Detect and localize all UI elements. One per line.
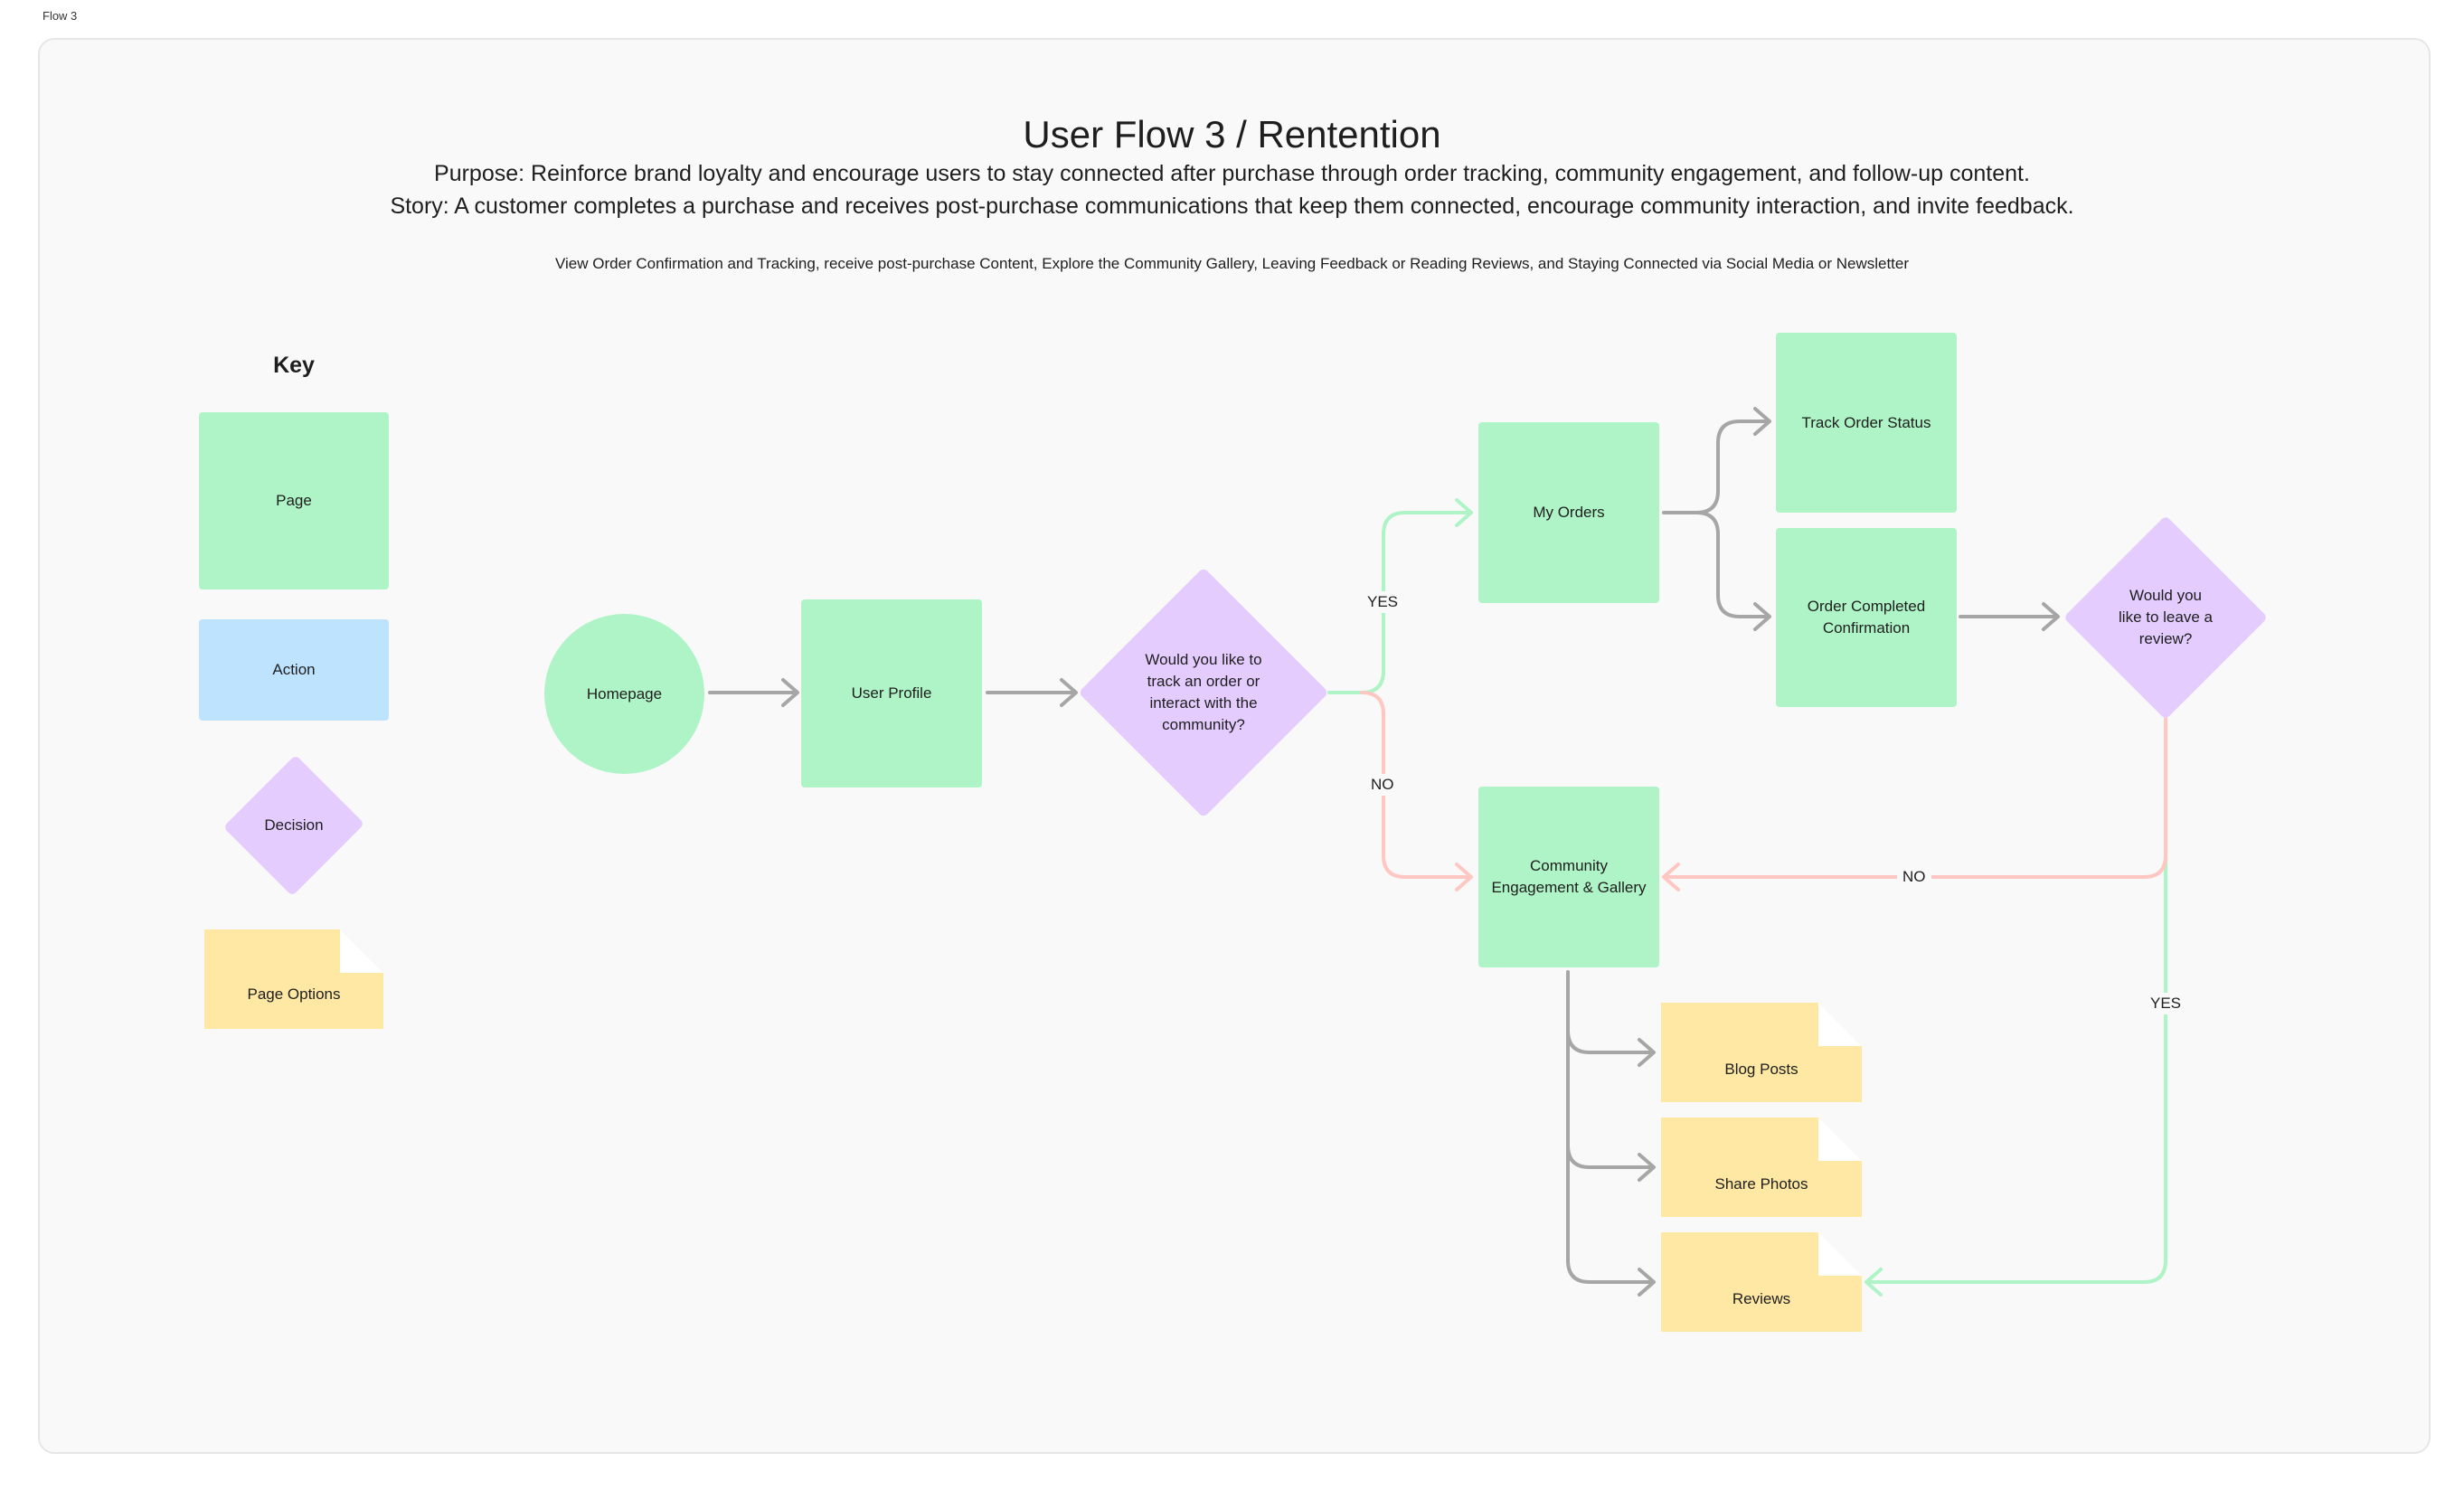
note-shape <box>1661 1232 1862 1332</box>
key-action[interactable]: Action <box>199 619 389 721</box>
arrowhead <box>2042 602 2060 631</box>
arrow-no-to-community <box>1360 691 1471 879</box>
node-blog-posts-label: Blog Posts <box>1724 1061 1798 1078</box>
arrowhead <box>1638 1268 1656 1297</box>
node-decision-track-label: Would you like to track an order or inte… <box>1145 651 1262 733</box>
node-decision-track[interactable]: Would you like to track an order or inte… <box>1078 567 1329 818</box>
note-shape <box>1661 1118 1862 1217</box>
arrow-orders-to-track <box>1662 420 1770 514</box>
node-blog-posts[interactable]: Blog Posts <box>1661 1003 1862 1102</box>
node-reviews[interactable]: Reviews <box>1661 1232 1862 1332</box>
page-title: User Flow 3 / Rentention <box>1023 113 1441 156</box>
arrowhead <box>1753 602 1771 631</box>
flow-description: View Order Confirmation and Tracking, re… <box>554 255 1910 272</box>
node-community-label: Community Engagement & Gallery <box>1491 857 1647 896</box>
key-page-options-label: Page Options <box>247 985 341 1003</box>
arrow-orders-to-completed <box>1695 511 1770 618</box>
edge-label-no: NO <box>1365 774 1400 796</box>
key-page-options[interactable]: Page Options <box>204 929 383 1029</box>
arrowhead <box>1638 1038 1656 1067</box>
key-decision-label: Decision <box>264 816 324 834</box>
arrowhead <box>1455 498 1473 527</box>
arrowhead <box>1455 863 1473 891</box>
arrowhead <box>1060 678 1078 707</box>
frame-label: Flow 3 <box>42 9 78 23</box>
node-order-completed-label: Order Completed Confirmation <box>1807 598 1926 637</box>
node-decision-review-label: Would you like to leave a review? <box>2119 587 2213 647</box>
edge-label-review-no: NO <box>1897 866 1931 888</box>
arrowhead <box>1638 1153 1656 1182</box>
note-shape <box>204 929 383 1029</box>
purpose-text: Purpose: Reinforce brand loyalty and enc… <box>434 161 2030 186</box>
node-user-profile-label: User Profile <box>851 684 932 702</box>
arrowhead <box>1753 407 1771 436</box>
node-share-photos-label: Share Photos <box>1714 1175 1808 1193</box>
key-page-label: Page <box>276 492 312 509</box>
arrowhead <box>781 678 799 707</box>
node-track-order-status[interactable]: Track Order Status <box>1776 333 1957 513</box>
node-my-orders[interactable]: My Orders <box>1478 422 1659 603</box>
node-order-completed[interactable]: Order Completed Confirmation <box>1776 528 1957 707</box>
key-decision[interactable]: Decision <box>222 752 365 899</box>
key-page[interactable]: Page <box>199 412 389 589</box>
arrowhead <box>1865 1268 1883 1297</box>
node-track-order-status-label: Track Order Status <box>1801 413 1931 431</box>
arrow-community-to-reviews <box>1566 1144 1654 1284</box>
arrow-review-yes-to-reviews <box>1866 717 2167 1284</box>
node-homepage[interactable]: Homepage <box>544 614 704 774</box>
node-share-photos[interactable]: Share Photos <box>1661 1118 1862 1217</box>
key-title: Key <box>273 353 315 378</box>
edge-label-yes: YES <box>1362 591 1404 613</box>
node-decision-review[interactable]: Would you like to leave a review? <box>2063 514 2269 721</box>
node-my-orders-label: My Orders <box>1533 504 1605 521</box>
node-user-profile[interactable]: User Profile <box>801 599 982 787</box>
edge-label-review-yes: YES <box>2145 993 2187 1014</box>
arrow-review-no-to-community <box>1664 717 2167 879</box>
arrowhead <box>1662 863 1680 891</box>
note-shape <box>1661 1003 1862 1102</box>
key-action-label: Action <box>272 661 316 678</box>
node-reviews-label: Reviews <box>1732 1290 1791 1307</box>
node-homepage-label: Homepage <box>586 684 663 703</box>
node-community[interactable]: Community Engagement & Gallery <box>1478 787 1659 967</box>
story-text: Story: A customer completes a purchase a… <box>390 193 2074 219</box>
